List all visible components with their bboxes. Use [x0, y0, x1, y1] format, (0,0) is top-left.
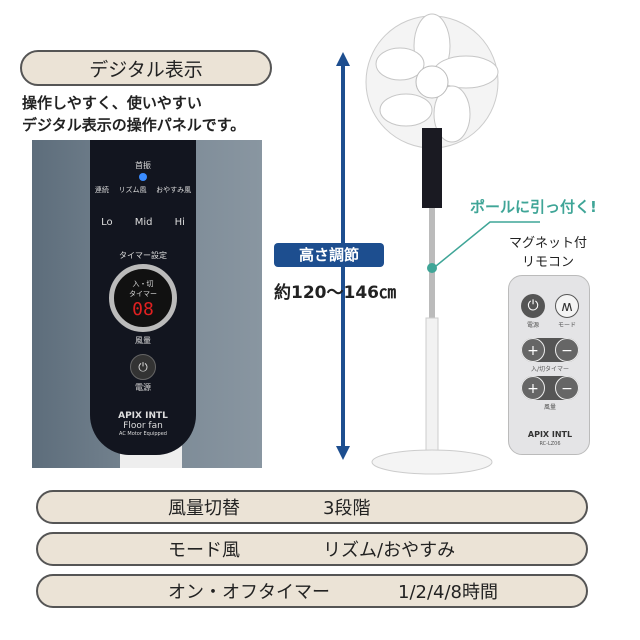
- swing-led-icon: [139, 173, 147, 181]
- timer-set-label: タイマー設定: [119, 251, 167, 260]
- fan-blades: [375, 13, 499, 143]
- timer-minus-button[interactable]: −: [555, 338, 579, 362]
- spec-key: オン・オフタイマー: [168, 582, 330, 603]
- magnet-point: [427, 263, 437, 273]
- product-sub: AC Motor Equipped: [119, 431, 167, 437]
- remote-brand: APIX INTL: [527, 430, 573, 439]
- mode-rhythm: リズム風: [118, 186, 147, 194]
- power-label: 電源: [135, 383, 151, 392]
- height-range: 約120〜146㎝: [274, 283, 396, 303]
- speed-label: 風量: [135, 336, 151, 345]
- spec-value: 1/2/4/8時間: [398, 582, 499, 603]
- remote-timer-label: 入/切タイマー: [530, 366, 570, 373]
- fan-base: [371, 449, 493, 475]
- arrow-up-icon: [336, 52, 350, 66]
- magnet-callout: ポールに引っ付く!: [470, 198, 597, 216]
- remote-control: ⏻ ʍ 電源 モード + − 入/切タイマー + − 風量 APIX INTL …: [508, 275, 590, 455]
- spec-value: リズム/おやすみ: [323, 540, 456, 561]
- fan-pole-lower: [425, 317, 439, 459]
- spec-key: モード風: [168, 540, 240, 561]
- on-off-label: 入・切: [132, 280, 154, 288]
- spec-row: オン・オフタイマー 1/2/4/8時間: [36, 574, 588, 608]
- spec-value: 3段階: [323, 498, 371, 519]
- height-badge: 高さ調節: [274, 243, 384, 267]
- remote-caption: マグネット付 リモコン: [498, 232, 598, 270]
- remote-power-button[interactable]: ⏻: [521, 294, 545, 318]
- spec-row: モード風 リズム/おやすみ: [36, 532, 588, 566]
- fan-hub: [415, 65, 449, 99]
- dial-button[interactable]: 入・切 タイマー 08: [109, 264, 177, 332]
- fan-illustration: [365, 13, 499, 475]
- remote-caption-line-2: リモコン: [521, 255, 574, 270]
- description-line-2: デジタル表示の操作パネルです。: [22, 116, 246, 134]
- speed-hi: Hi: [174, 217, 185, 228]
- speed-mid: Mid: [134, 217, 153, 228]
- remote-speed-rocker: + −: [521, 376, 579, 400]
- remote-caption-line-1: マグネット付: [508, 236, 587, 251]
- title-pill: デジタル表示: [20, 50, 272, 86]
- spec-row: 風量切替 3段階: [36, 490, 588, 524]
- speed-plus-button[interactable]: +: [521, 376, 545, 400]
- remote-speed-label: 風量: [543, 404, 556, 411]
- control-panel: 首振 連続 リズム風 おやすみ風 Lo Mid Hi タイマー設定 入・切 タイ…: [90, 140, 196, 455]
- remote-timer-rocker: + −: [521, 338, 579, 362]
- mode-continuous: 連続: [94, 186, 109, 194]
- remote-model: RC-LZ06: [539, 441, 561, 447]
- control-panel-photo: 首振 連続 リズム風 おやすみ風 Lo Mid Hi タイマー設定 入・切 タイ…: [32, 140, 262, 468]
- remote-mode-button[interactable]: ʍ: [555, 294, 579, 318]
- speed-lo: Lo: [101, 217, 113, 228]
- arrow-down-icon: [336, 446, 350, 460]
- remote-power-label: 電源: [526, 322, 539, 329]
- description-line-1: 操作しやすく、使いやすい: [22, 94, 202, 112]
- swing-label: 首振: [135, 161, 151, 170]
- speed-minus-button[interactable]: −: [555, 376, 579, 400]
- fan-control-body: [422, 128, 442, 208]
- remote-mode-label: モード: [557, 322, 576, 329]
- product-name: Floor fan: [123, 421, 163, 431]
- timer-display: 08: [132, 299, 154, 320]
- spec-key: 風量切替: [168, 498, 240, 519]
- brand-logo: APIX INTL: [118, 411, 168, 421]
- mode-sleep: おやすみ風: [156, 186, 192, 194]
- power-button[interactable]: ⏻: [130, 354, 156, 380]
- callout-line: [435, 221, 540, 267]
- timer-plus-button[interactable]: +: [521, 338, 545, 362]
- timer-label: タイマー: [129, 290, 157, 298]
